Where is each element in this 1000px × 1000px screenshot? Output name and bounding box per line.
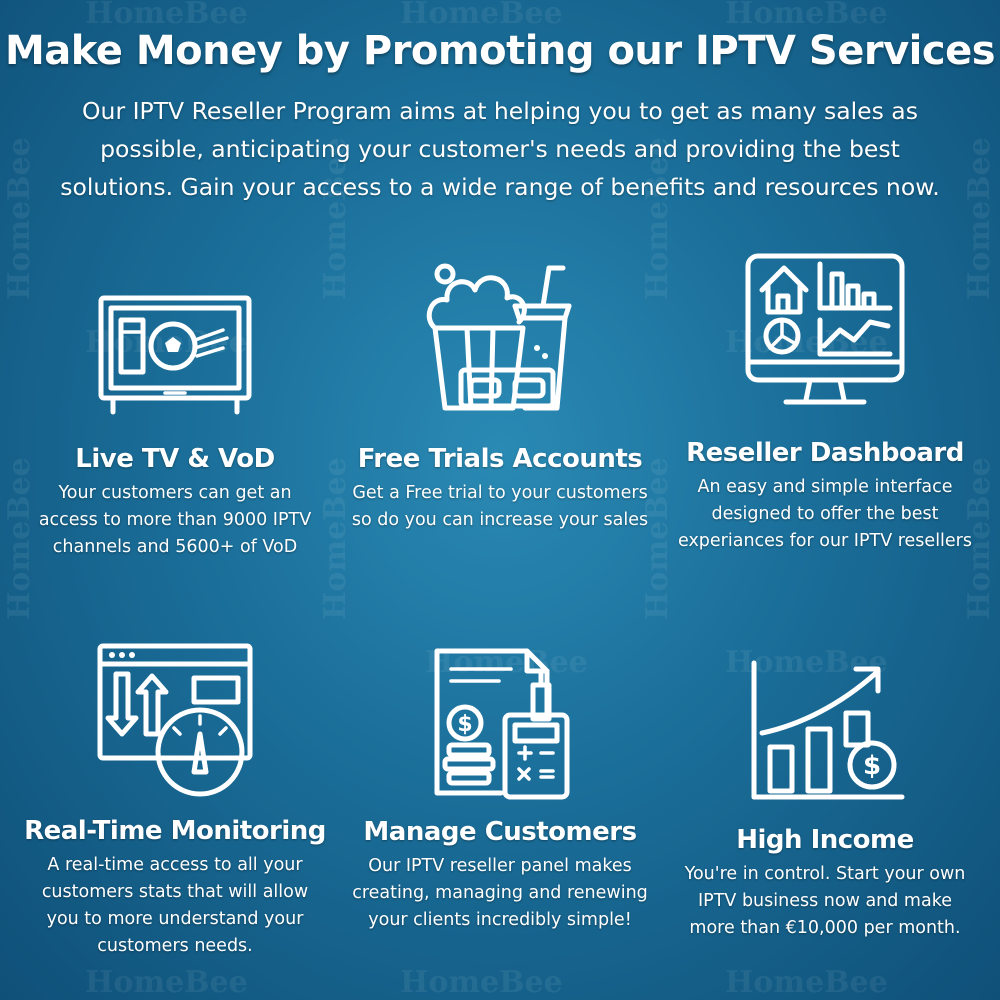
- feature-live-tv: Live TV & VoD Your customers can get an …: [15, 290, 335, 561]
- feature-title: Manage Customers: [363, 817, 637, 847]
- watermark: HomeBee: [725, 965, 888, 1000]
- watermark: HomeBee: [400, 965, 563, 1000]
- intro-text: Our IPTV Reseller Program aims at helpin…: [40, 92, 960, 206]
- feature-description: Your customers can get an access to more…: [38, 483, 312, 557]
- feature-description: An easy and simple interface designed to…: [677, 477, 972, 551]
- svg-text:$: $: [863, 751, 881, 781]
- feature-reseller-dashboard: Reseller Dashboard An easy and simple in…: [665, 250, 985, 555]
- tv-icon: [98, 295, 252, 415]
- intro-line: Our IPTV Reseller Program aims at helpin…: [82, 97, 918, 125]
- page-title: Make Money by Promoting our IPTV Service…: [4, 28, 996, 74]
- svg-text:$: $: [457, 712, 472, 737]
- feature-title: Real-Time Monitoring: [24, 816, 326, 846]
- feature-high-income: $ High Income You're in control. Start y…: [665, 655, 985, 942]
- watermark: HomeBee: [85, 0, 248, 31]
- invoice-calculator-icon: $: [434, 648, 570, 800]
- feature-title: Reseller Dashboard: [686, 438, 964, 468]
- watermark: HomeBee: [725, 0, 888, 31]
- feature-free-trials: Free Trials Accounts Get a Free trial to…: [340, 258, 660, 534]
- intro-line: possible, anticipating your customer's n…: [100, 135, 900, 163]
- intro-line: solutions. Gain your access to a wide ra…: [60, 173, 940, 201]
- watermark: HomeBee: [400, 0, 563, 31]
- feature-real-time-monitoring: Real-Time Monitoring A real-time access …: [15, 640, 335, 960]
- feature-title: Live TV & VoD: [75, 444, 275, 474]
- feature-description: You're in control. Start your own IPTV b…: [684, 864, 966, 938]
- watermark: HomeBee: [2, 137, 37, 300]
- feature-title: Free Trials Accounts: [357, 444, 643, 474]
- income-chart-icon: $: [751, 660, 905, 800]
- monitoring-gauge-icon: [97, 643, 253, 797]
- watermark: HomeBee: [85, 965, 248, 1000]
- feature-description: Our IPTV reseller panel makes creating, …: [352, 856, 648, 930]
- popcorn-icon: [426, 263, 572, 411]
- dashboard-monitor-icon: [745, 253, 905, 405]
- feature-title: High Income: [736, 825, 914, 855]
- feature-description: A real-time access to all your customers…: [41, 855, 309, 956]
- feature-description: Get a Free trial to your customers so do…: [351, 483, 649, 530]
- feature-manage-customers: $ Manage Customers Our IPTV reseller pan…: [340, 645, 660, 934]
